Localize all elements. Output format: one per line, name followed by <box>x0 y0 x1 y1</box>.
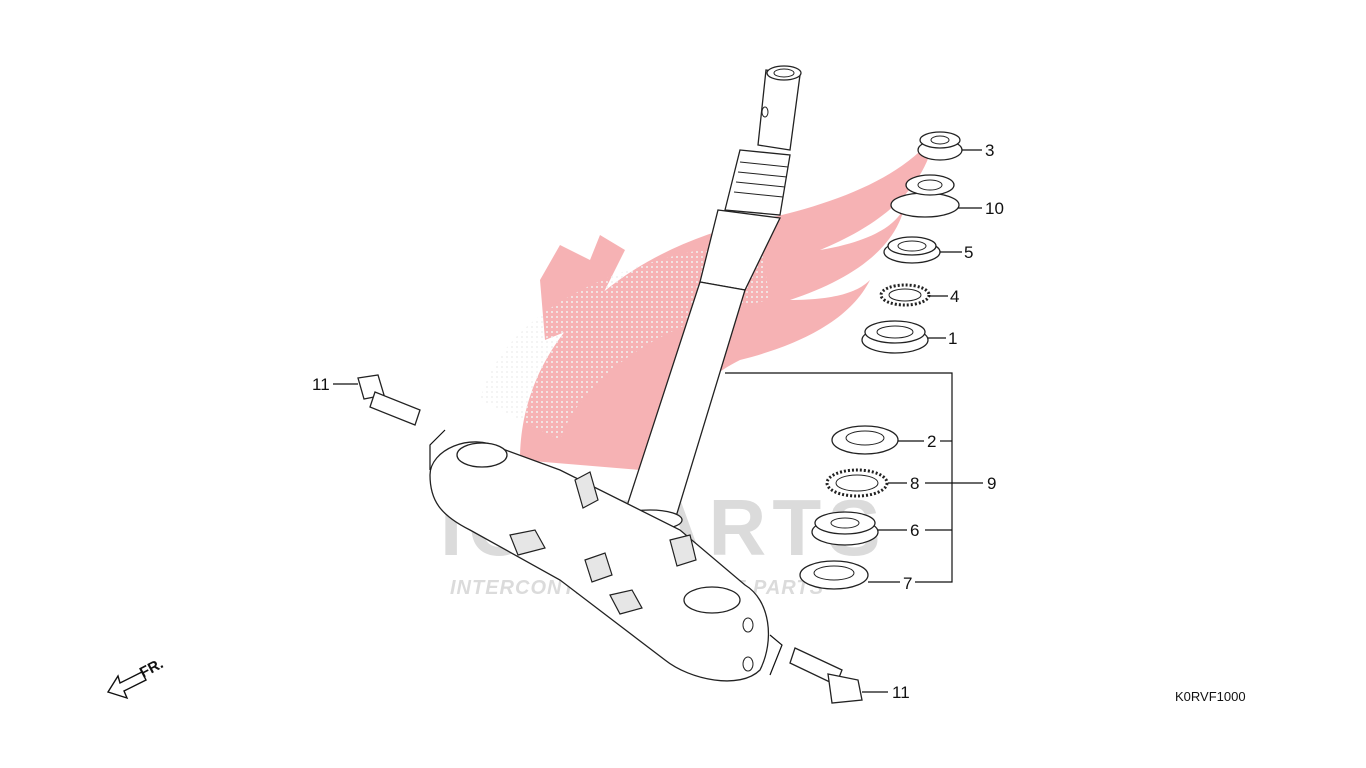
callout-6: 6 <box>910 521 919 540</box>
front-arrow-icon <box>106 671 147 700</box>
upper-inner-race <box>883 236 941 264</box>
callout-8: 8 <box>910 474 919 493</box>
lock-nut <box>917 131 963 161</box>
callout-10: 10 <box>985 199 1004 218</box>
lower-ball-bearing <box>825 468 889 498</box>
bolt-upper <box>357 374 421 426</box>
leader-lines <box>333 149 983 693</box>
callout-11-upper: 11 <box>312 375 330 394</box>
lower-inner-race <box>811 511 879 546</box>
bolt-lower <box>789 647 863 704</box>
upper-ball-bearing <box>879 283 931 307</box>
callout-1: 1 <box>948 329 957 348</box>
dust-seal <box>799 560 869 590</box>
bottom-bridge <box>429 441 770 682</box>
front-direction-indicator: FR. <box>106 655 166 700</box>
lower-outer-race <box>831 425 899 455</box>
callout-7: 7 <box>903 574 912 593</box>
callouts: 3 10 5 4 1 2 8 9 6 7 11 11 <box>312 141 1004 702</box>
callout-4: 4 <box>950 287 959 306</box>
callout-9: 9 <box>987 474 996 493</box>
callout-2: 2 <box>927 432 936 451</box>
callout-11-lower: 11 <box>892 683 910 702</box>
adjusting-nut <box>890 174 960 218</box>
upper-outer-race <box>861 320 929 354</box>
callout-3: 3 <box>985 141 994 160</box>
bolt-guide-lines <box>429 429 783 676</box>
steering-stem <box>617 65 802 531</box>
drawing-code: K0RVF1000 <box>1175 689 1246 704</box>
callout-5: 5 <box>964 243 973 262</box>
